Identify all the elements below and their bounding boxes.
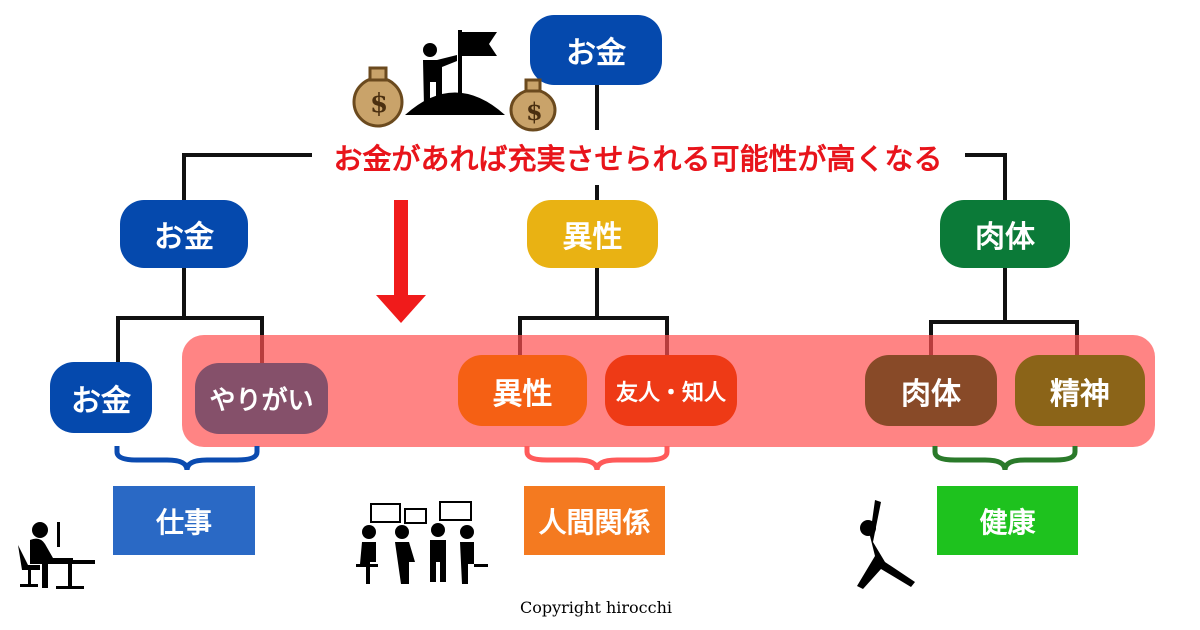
root-node-money: お金	[530, 15, 662, 85]
money-bag-icon: $	[352, 66, 404, 128]
connector	[965, 153, 1007, 157]
connector	[182, 153, 186, 201]
node-mind: 精神	[1015, 355, 1145, 426]
connector	[182, 153, 312, 157]
node-friends: 友人・知人	[605, 355, 737, 426]
stretching-person-icon	[857, 500, 915, 589]
summit-flag-icon	[405, 30, 505, 115]
copyright: Copyright hirocchi	[519, 598, 673, 617]
group-label-work: 仕事	[113, 486, 255, 555]
office-worker-icon	[18, 522, 95, 589]
connector	[595, 185, 599, 201]
brace-relations	[524, 446, 670, 471]
node-money-leaf: お金	[50, 362, 152, 433]
connector	[182, 268, 186, 318]
node-opposite-sex: 異性	[527, 200, 658, 268]
brace-health	[932, 446, 1078, 471]
connector	[518, 316, 669, 320]
down-arrow-icon	[376, 200, 426, 323]
brace-work	[114, 446, 260, 471]
node-opposite-sex-leaf: 異性	[458, 355, 587, 426]
node-fulfillment: やりがい	[195, 363, 328, 434]
node-body-leaf: 肉体	[865, 355, 997, 426]
connector	[1003, 153, 1007, 201]
svg-text:$: $	[526, 97, 543, 126]
money-bag-icon: $	[509, 78, 557, 132]
svg-text:$: $	[370, 89, 388, 119]
connector	[595, 85, 599, 130]
group-label-relationships: 人間関係	[524, 486, 665, 555]
connector	[116, 316, 120, 364]
group-label-health: 健康	[937, 486, 1078, 555]
connector	[1003, 268, 1007, 322]
headline: お金があれば充実させられる可能性が高くなる	[333, 142, 943, 176]
node-body: 肉体	[940, 200, 1070, 268]
group-discussion-icon	[356, 501, 488, 584]
node-money: お金	[120, 200, 248, 268]
connector	[116, 316, 264, 320]
connector	[929, 320, 1079, 324]
connector	[595, 268, 599, 318]
